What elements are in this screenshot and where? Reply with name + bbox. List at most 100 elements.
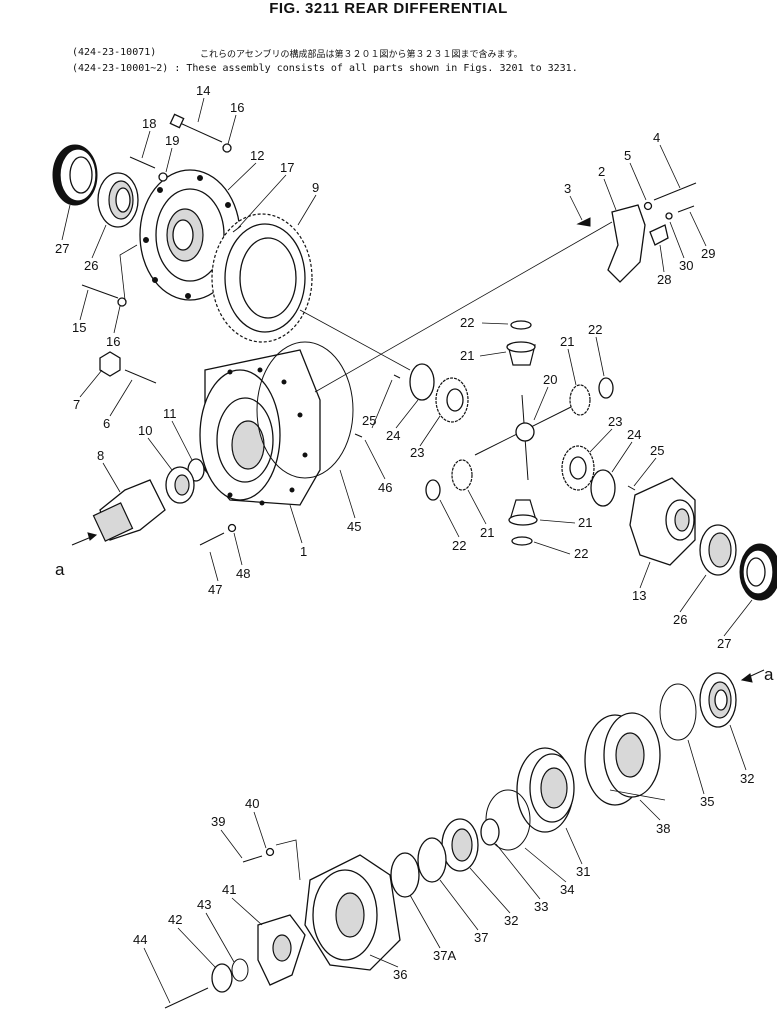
callout: 37A [433,948,456,963]
part-43-o-ring [231,958,249,982]
callout: 38 [656,821,670,836]
part-18-bolt [129,156,156,169]
part-40-washer [265,847,275,857]
callout: 29 [701,246,715,261]
part-24-thrust-washer [409,363,435,401]
callout: 39 [211,814,225,829]
header-note-jp: これらのアセンブリの構成部品は第３２０１図から第３２３１図まで含みます。 [200,50,523,60]
part-27-seal-right [739,543,777,601]
callout: 41 [222,882,236,897]
part-26-bearing-right [699,524,737,576]
part-4-bolt [653,182,697,201]
part-2-bearing-cap [607,204,646,283]
callout: 24 [627,427,641,442]
callout: 23 [608,414,622,429]
callout: 42 [168,912,182,927]
callout: 43 [197,897,211,912]
part-32-bearing-rear [699,672,737,728]
callout: 33 [534,899,548,914]
part-37-collar [417,837,447,883]
output-arrowhead [740,673,753,683]
callout: 32 [740,771,754,786]
part-25-pin-right [627,485,636,491]
part-17-pin [232,225,242,233]
part-33-spacer [480,818,500,846]
callout: 22 [460,315,474,330]
part-21-pinion-gear-right [569,384,591,416]
callout: 20 [543,372,557,387]
callout: 21 [578,515,592,530]
part-30-washer [665,212,673,220]
part-19-washer [158,172,168,182]
part-31-cover [516,747,575,833]
callout: 15 [72,320,86,335]
part-44-bolt [164,987,209,1009]
part-7-nut [99,351,121,377]
callout: 25 [650,443,664,458]
callout: 17 [280,160,294,175]
figure-title: FIG. 3211 REAR DIFFERENTIAL [269,0,508,17]
part-5-washer [643,201,653,211]
callout: 21 [460,348,474,363]
part-24-thrust-washer-right [590,469,616,507]
callout: 32 [504,913,518,928]
header-serial-1: (424-23-10071) [72,47,157,58]
part-37a-collar [390,852,420,898]
callout: 28 [657,272,671,287]
callout: 40 [245,796,259,811]
part-42-washer [211,963,233,993]
callout: 27 [55,241,69,256]
callout: 16 [230,100,244,115]
part-9-ring-gear [211,213,313,343]
callout: 30 [679,258,693,273]
part-32-bearing-front [441,818,479,872]
part-21-pinion-gear-top [506,341,536,366]
part-26-bearing-left [97,172,139,228]
part-21-pinion-gear-bottom [508,499,538,526]
callout: 24 [386,428,400,443]
part-47-bolt [199,532,225,546]
callout: 1 [300,544,307,559]
callout: 47 [208,582,222,597]
part-22-washer-bottom [511,536,533,546]
part-22-washer-left [425,479,441,501]
part-23-side-gear-left [435,377,469,423]
part-22-washer-right [598,377,614,399]
part-45-o-ring [256,341,354,479]
part-1-carrier-housing [199,349,321,506]
input-arrow-label: a [55,560,65,579]
callout: 2 [598,164,605,179]
part-13-case-half-right [629,477,696,566]
callout: 8 [97,448,104,463]
part-10-bearing [165,466,195,504]
callout: 26 [84,258,98,273]
callout: 18 [142,116,156,131]
part-3-pin [576,217,591,227]
part-35-o-ring [659,683,697,741]
part-28-lock-plate [649,224,669,246]
callout: 5 [624,148,631,163]
part-38-cage [584,712,666,806]
callout: 25 [362,413,376,428]
part-6-stud [124,369,157,384]
callout: 16 [106,334,120,349]
callout: 34 [560,882,574,897]
callout: 22 [452,538,466,553]
callout: 44 [133,932,147,947]
callout: 4 [653,130,660,145]
callout: 36 [393,967,407,982]
part-20-spider [474,394,576,481]
part-21-pinion-gear-left [451,459,473,491]
callout: 11 [163,406,177,421]
callout: 19 [165,133,179,148]
part-46-pin [354,433,363,438]
part-15-bolt [81,284,119,299]
part-23-side-gear-right [561,445,595,491]
callout: 45 [347,519,361,534]
bolt-ref-line [119,244,138,301]
callout-leaders [61,97,753,1004]
callout: 6 [103,416,110,431]
callout: 14 [196,83,210,98]
callout: 23 [410,445,424,460]
